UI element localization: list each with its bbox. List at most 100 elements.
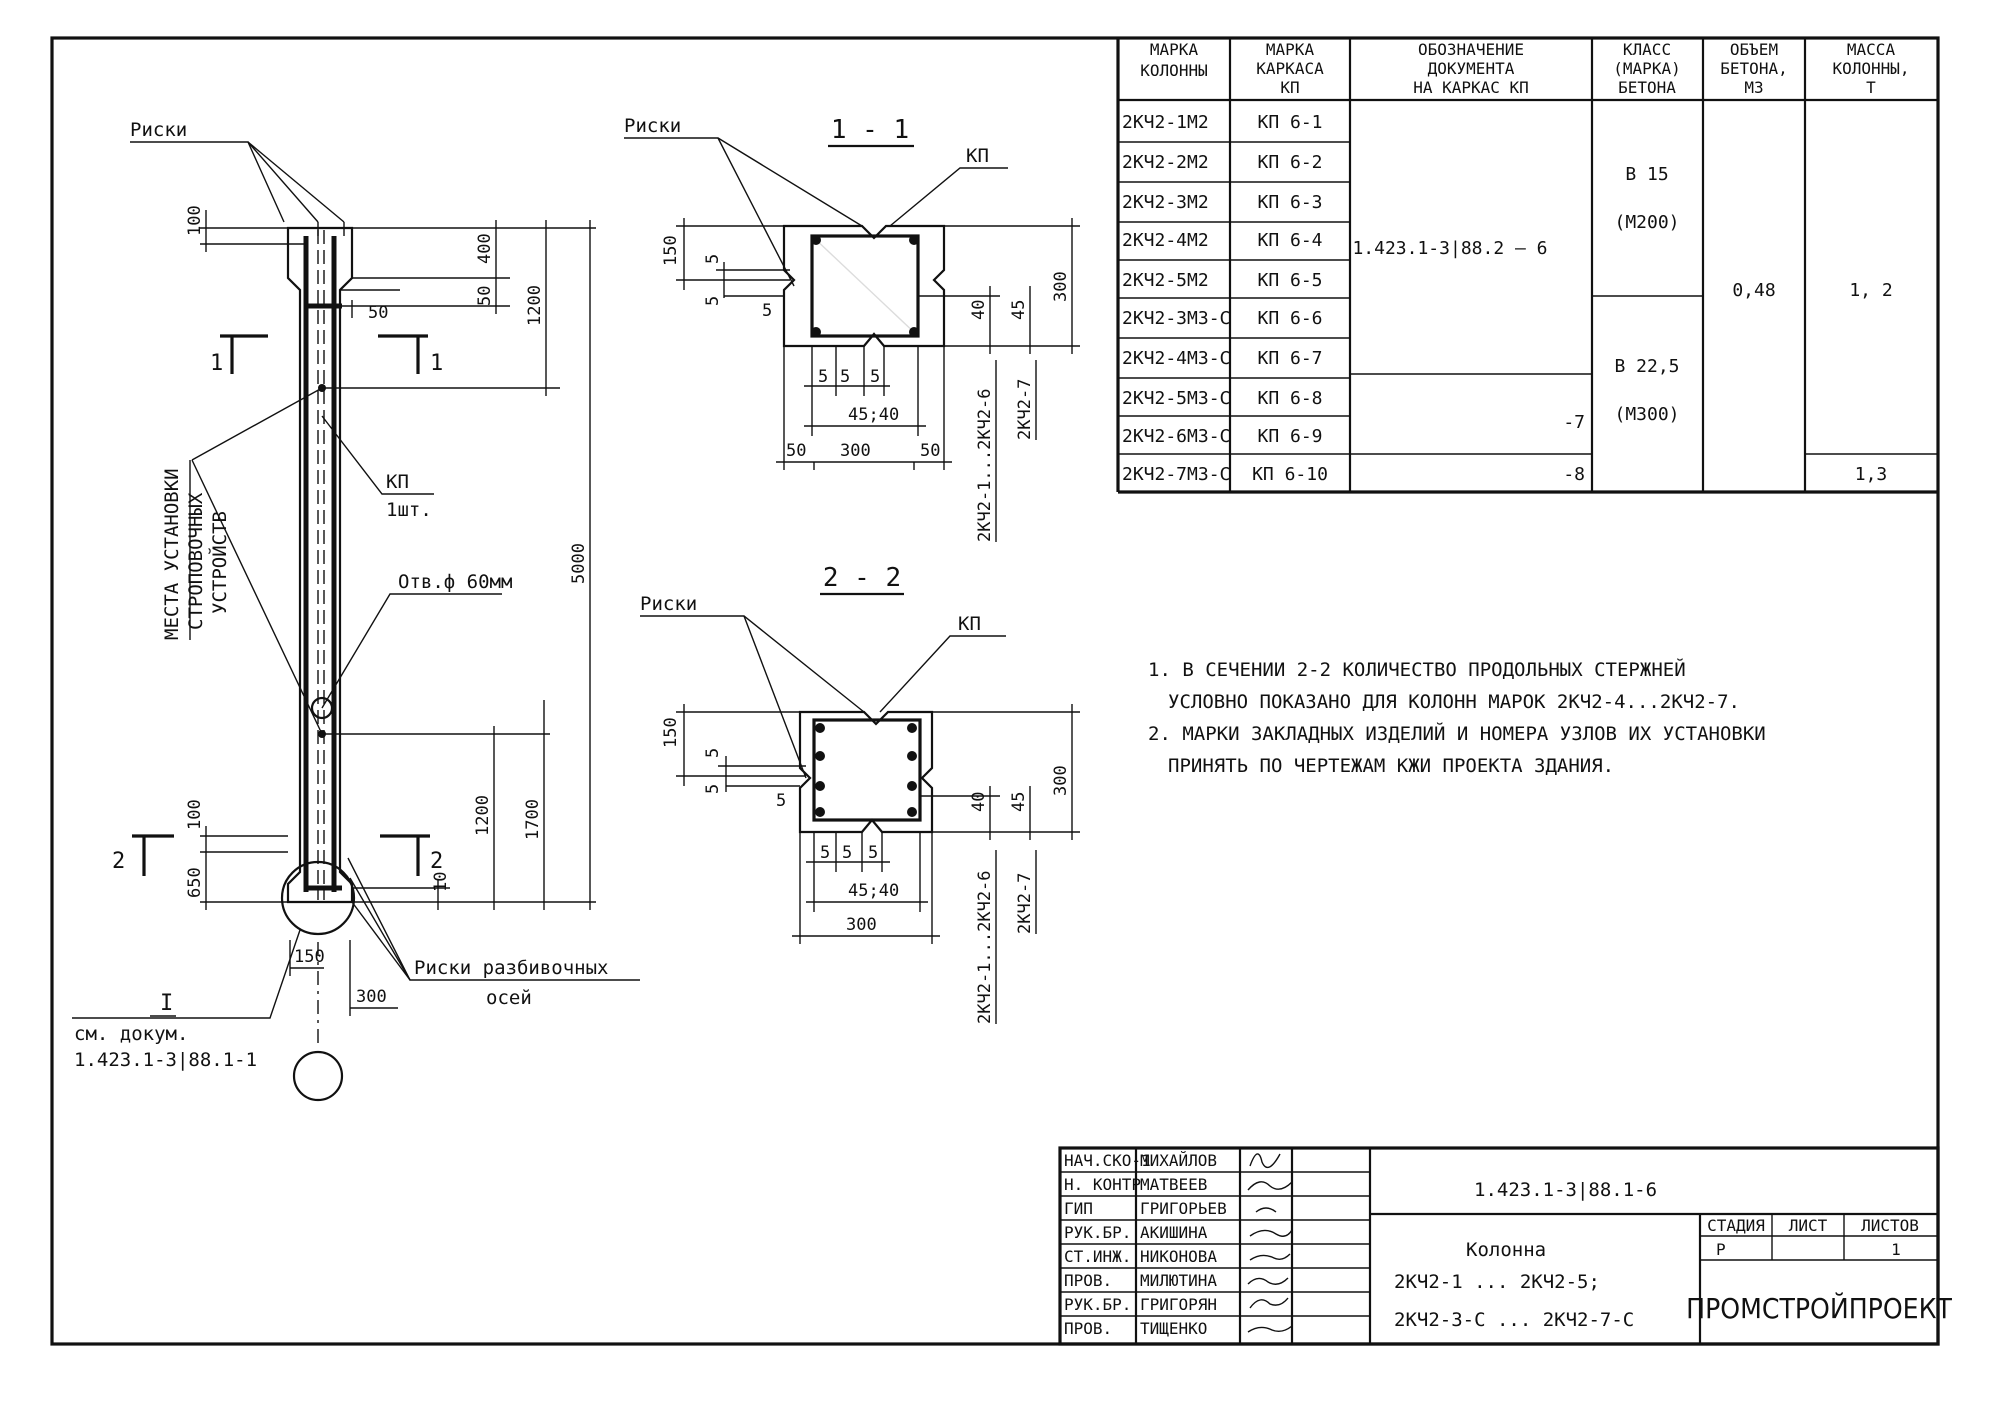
table-cell-column: 2КЧ2-1М2	[1122, 112, 1209, 133]
table-cell-column: 2КЧ2-7М3-С	[1122, 464, 1230, 485]
elev-d1700: 1700	[523, 799, 543, 840]
class-b: В 22,5	[1614, 356, 1679, 377]
elev-lifting-2: СТРОПОВОЧНЫХ	[185, 492, 207, 630]
elev-d400: 400	[475, 233, 495, 264]
doc-8: -8	[1563, 464, 1585, 485]
tb-person-name: ТИЩЕНКО	[1140, 1319, 1207, 1338]
tb-person-name: ГРИГОРЯН	[1140, 1295, 1217, 1314]
notes: 1. В СЕЧЕНИИ 2-2 КОЛИЧЕСТВО ПРОДОЛЬНЫХ С…	[1148, 658, 1766, 777]
elev-d50a: 50	[475, 286, 495, 306]
sec2-left-mark: 2	[112, 849, 125, 874]
doc-main: 1.423.1-3|88.2 — 6	[1352, 238, 1547, 259]
hdr-frame-1: МАРКА	[1266, 40, 1315, 59]
sec1-left-mark: 1	[210, 351, 223, 376]
hdr-doc-1: ОБОЗНАЧЕНИЕ	[1418, 40, 1524, 59]
note-line-1: 1. В СЕЧЕНИИ 2-2 КОЛИЧЕСТВО ПРОДОЛЬНЫХ С…	[1148, 658, 1686, 681]
table-cell-frame: КП 6-7	[1257, 348, 1322, 369]
sec11-mark1: 2КЧ2-1...2КЧ2-6	[975, 388, 995, 542]
sec11-mark2: 2КЧ2-7	[1015, 379, 1035, 440]
elev-d1200b: 1200	[473, 795, 493, 836]
mass-a: 1, 2	[1849, 280, 1892, 301]
signatures	[1247, 1153, 1293, 1333]
hdr-mass-2: КОЛОННЫ,	[1832, 59, 1909, 78]
elev-riski-label: Риски	[130, 119, 187, 141]
sheet-border	[50, 36, 1940, 1346]
hdr-frame-2: КАРКАСА	[1256, 59, 1324, 78]
tb-sheets-h: ЛИСТОВ	[1861, 1216, 1919, 1235]
mass-b: 1,3	[1855, 464, 1888, 485]
elev-d100b: 100	[185, 799, 205, 830]
sec11-d5d: 5	[818, 367, 828, 387]
table-cell-column: 2КЧ2-6М3-С	[1122, 426, 1230, 447]
tb-stage: Р	[1716, 1240, 1726, 1259]
sec22-d5f: 5	[868, 843, 878, 863]
elev-d50b: 50	[368, 303, 388, 323]
sec11-d50a: 50	[786, 441, 806, 461]
elev-kp-qty: 1шт.	[386, 499, 432, 521]
tb-name-2: 2КЧ2-1 ... 2КЧ2-5;	[1394, 1271, 1600, 1293]
class-a: В 15	[1625, 164, 1668, 185]
doc-7: -7	[1563, 412, 1585, 433]
tb-doc: 1.423.1-3|88.1-6	[1474, 1179, 1657, 1201]
hdr-doc-3: НА КАРКАС КП	[1413, 78, 1529, 97]
tb-role: НАЧ.СКО-1	[1064, 1151, 1151, 1170]
hdr-mass-3: Т	[1866, 78, 1876, 97]
sec2-right-mark: 2	[430, 849, 443, 874]
tb-person-name: МИЛЮТИНА	[1140, 1271, 1217, 1290]
note-line-2: УСЛОВНО ПОКАЗАНО ДЛЯ КОЛОНН МАРОК 2КЧ2-4…	[1168, 691, 1740, 713]
tb-name-3: 2КЧ2-3-С ... 2КЧ2-7-С	[1394, 1309, 1634, 1331]
sec11-d5a: 5	[703, 254, 723, 264]
axes-label-2: осей	[486, 987, 532, 1009]
hdr-volume-2: БЕТОНА,	[1720, 59, 1787, 78]
table-cell-column: 2КЧ2-2М2	[1122, 152, 1209, 173]
sec22-d45: 45	[1009, 792, 1029, 812]
sec11-riski: Риски	[624, 115, 681, 137]
tb-role: Н. КОНТР	[1064, 1175, 1141, 1194]
tb-role: ГИП	[1064, 1199, 1093, 1218]
section-2-2: 2 - 2 Риски КП 150 5 5 5 40 45	[640, 563, 1080, 1024]
sec22-d5b: 5	[703, 784, 723, 794]
sec22-mark2: 2КЧ2-7	[1015, 873, 1035, 934]
table-cell-frame: КП 6-5	[1257, 270, 1322, 291]
class-b-mark: (М300)	[1614, 404, 1679, 425]
sec22-d300: 300	[846, 915, 877, 935]
tb-person-name: ГРИГОРЬЕВ	[1140, 1199, 1227, 1218]
table-cell-frame: КП 6-6	[1257, 308, 1322, 329]
sec22-d5e: 5	[842, 843, 852, 863]
elev-lifting-3: УСТРОЙСТВ	[208, 511, 231, 614]
node-label: I	[160, 991, 173, 1016]
hdr-class-3: БЕТОНА	[1618, 78, 1676, 97]
hdr-column-1: МАРКА	[1150, 40, 1199, 59]
class-a-mark: (М200)	[1614, 212, 1679, 233]
elev-d10: 10	[431, 872, 451, 892]
sec22-d150: 150	[661, 717, 681, 748]
tb-sheet-h: ЛИСТ	[1789, 1216, 1828, 1235]
tb-person-name: МАТВЕЕВ	[1140, 1175, 1207, 1194]
tb-person-name: МИХАЙЛОВ	[1140, 1151, 1217, 1170]
tb-person-name: НИКОНОВА	[1140, 1247, 1217, 1266]
tb-role: РУК.БР.	[1064, 1295, 1131, 1314]
volume: 0,48	[1732, 280, 1775, 301]
sec11-d150: 150	[661, 235, 681, 266]
table-cell-frame: КП 6-4	[1257, 230, 1322, 251]
sec22-d5d: 5	[820, 843, 830, 863]
sec11-d300: 300	[840, 441, 871, 461]
table-cell-column: 2КЧ2-3М3-С	[1122, 308, 1230, 329]
sec11-title: 1 - 1	[831, 115, 909, 145]
sec11-d45: 45	[1009, 300, 1029, 320]
sec11-kp: КП	[966, 145, 989, 167]
elev-d150: 150	[294, 947, 325, 967]
tb-role: РУК.БР.	[1064, 1223, 1131, 1242]
sec22-d4540: 45;40	[848, 881, 899, 901]
elev-d100a: 100	[185, 205, 205, 236]
table-cell-frame: КП 6-3	[1257, 192, 1322, 213]
tb-org: ПРОМСТРОЙПРОЕКТ	[1686, 1291, 1952, 1325]
table-cell-column: 2КЧ2-5М3-С	[1122, 388, 1230, 409]
column-elevation: Риски КП 1шт. Отв.ф 60мм МЕСТА УСТАНОВКИ…	[72, 119, 640, 1102]
sec22-d5a: 5	[703, 748, 723, 758]
hdr-class-1: КЛАСС	[1623, 40, 1671, 59]
tb-sheets: 1	[1891, 1240, 1901, 1259]
tb-role: СТ.ИНЖ.	[1064, 1247, 1131, 1266]
